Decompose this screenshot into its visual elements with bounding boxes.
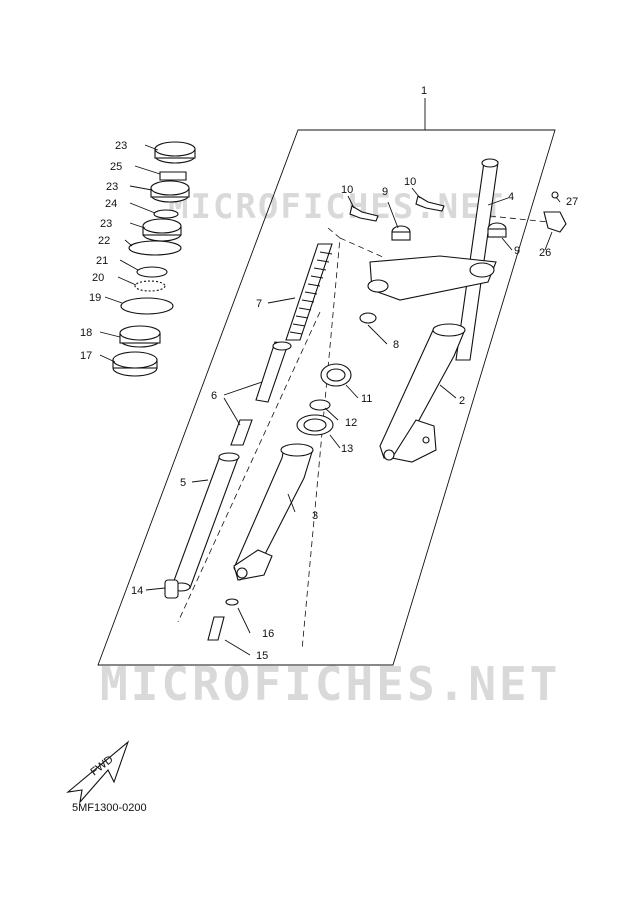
callout: 23	[115, 140, 127, 152]
callout: 15	[256, 650, 268, 662]
callout: 5	[180, 477, 186, 489]
callout: 14	[131, 585, 143, 597]
callout-numbers: 1 2 3 4 5 6 7 8 9 9 10 10 11 12 13 14 15…	[80, 85, 578, 662]
callout: 4	[508, 191, 514, 203]
callout: 20	[92, 272, 104, 284]
callout: 19	[89, 292, 101, 304]
callout: 21	[96, 255, 108, 267]
outer-tube-left	[233, 443, 314, 581]
callout: 13	[341, 443, 353, 455]
inner-fork-components	[164, 243, 333, 641]
callout: 26	[539, 247, 551, 259]
fwd-arrow-icon: FWD	[66, 740, 130, 804]
watermark-bottom: MICROFICHES.NET	[100, 657, 560, 711]
callout: 23	[100, 218, 112, 230]
callout: 8	[393, 339, 399, 351]
callout: 6	[211, 390, 217, 402]
callout: 10	[404, 176, 416, 188]
assembly-frame	[97, 129, 556, 666]
callout: 10	[341, 184, 353, 196]
callout: 24	[105, 198, 117, 210]
steering-bearing-stack	[112, 141, 196, 377]
callout: 1	[421, 85, 427, 97]
callout: 3	[312, 510, 318, 522]
callout: 16	[262, 628, 274, 640]
callout: 25	[110, 161, 122, 173]
fork-seals	[296, 363, 352, 436]
callout: 11	[361, 393, 372, 405]
callout: 12	[345, 417, 357, 429]
callout: 2	[459, 395, 465, 407]
callout: 22	[98, 235, 110, 247]
callout: 23	[106, 181, 118, 193]
callout: 27	[566, 196, 578, 208]
callout: 9	[514, 245, 520, 257]
diagram-code: 5MF1300-0200	[72, 802, 147, 814]
callout: 17	[80, 350, 92, 362]
leader-lines	[99, 144, 561, 656]
fork-assembly-right	[359, 158, 499, 463]
callout: 7	[256, 298, 262, 310]
bolts-and-caps	[349, 191, 567, 241]
watermark-top: MICROFICHES.NET	[168, 187, 505, 227]
callout: 18	[80, 327, 92, 339]
callout: 9	[382, 186, 388, 198]
